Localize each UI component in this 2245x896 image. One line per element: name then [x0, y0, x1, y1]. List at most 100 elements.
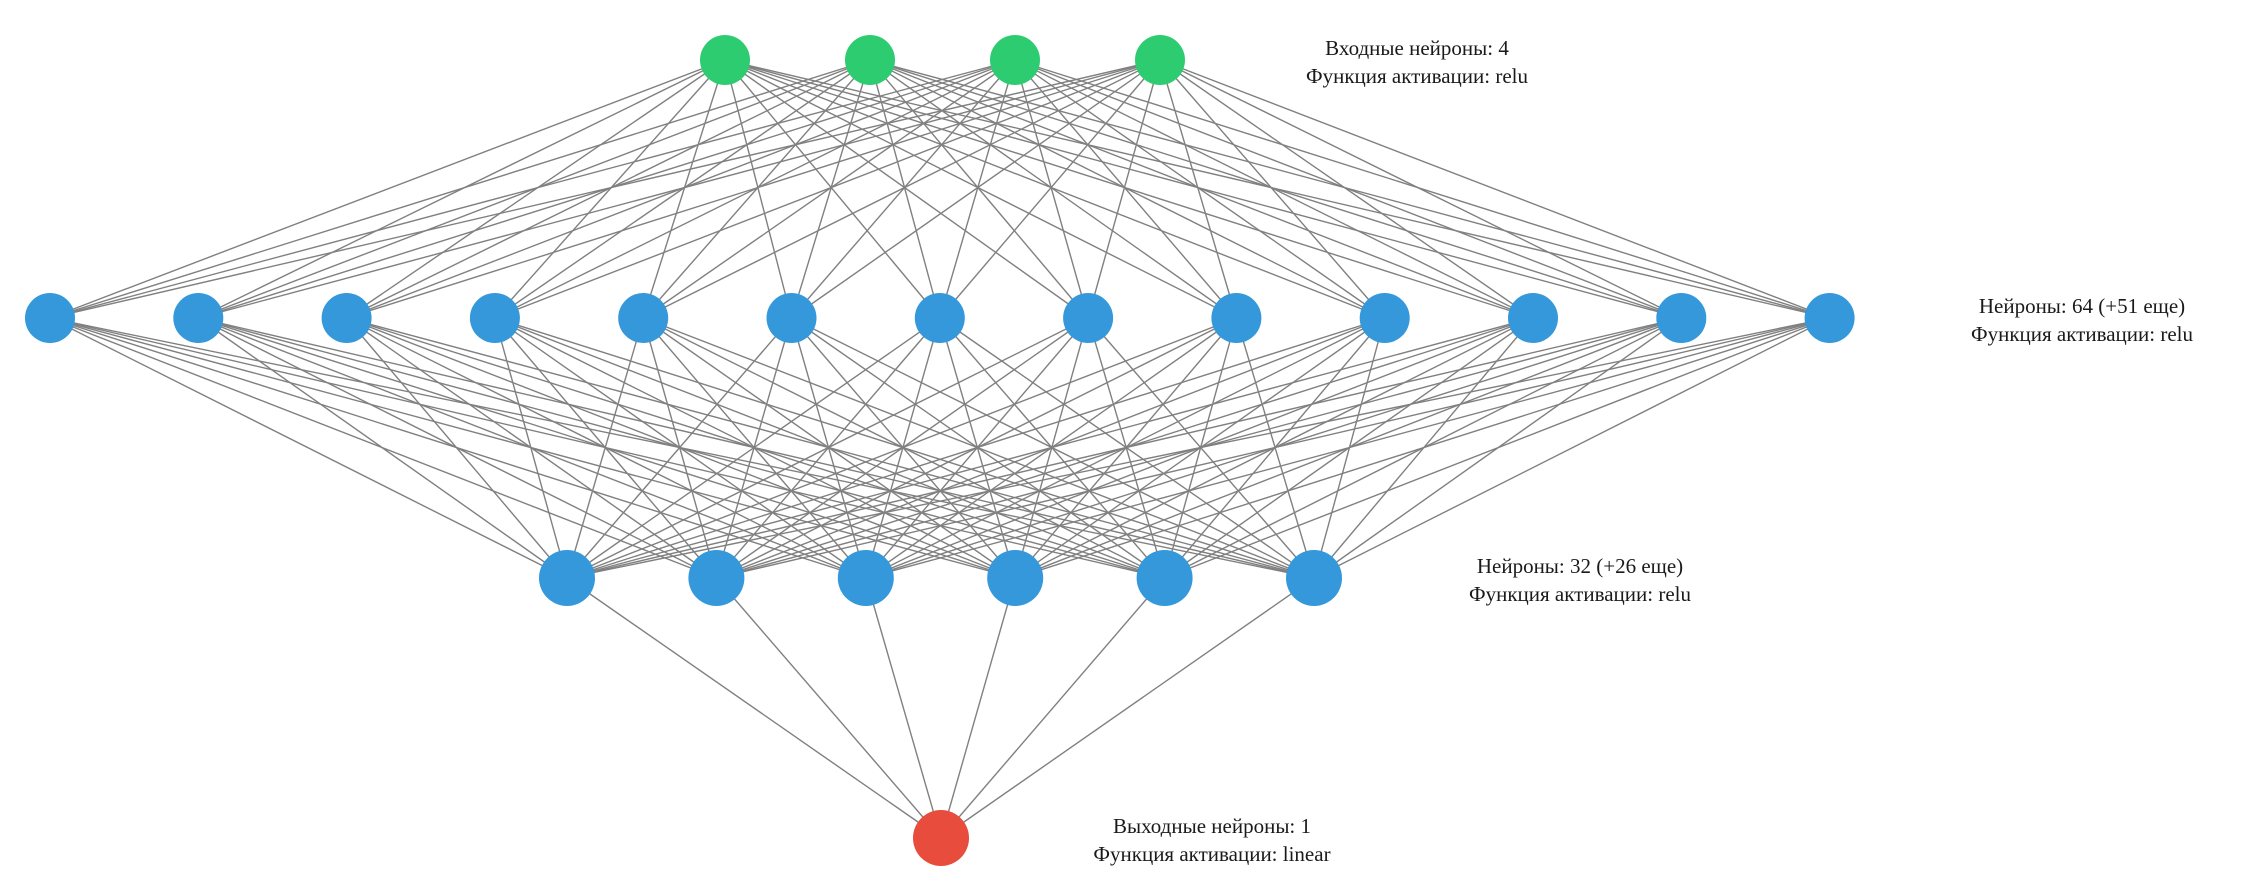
connection-hidden1-12-to-hidden2-5	[1313, 317, 1830, 579]
connection-hidden2-2-to-output-0	[865, 577, 942, 839]
input-neuron-3	[990, 35, 1040, 85]
connection-input-3-to-hidden1-5	[791, 59, 1161, 319]
hidden1-neuron-1	[25, 293, 75, 343]
connection-hidden2-5-to-output-0	[940, 577, 1315, 839]
hidden1-neuron-10	[1359, 293, 1410, 343]
connection-hidden1-1-to-hidden2-0	[197, 317, 568, 579]
hidden-layer-1-neuron-count: Нейроны: 64 (+51 еще)	[1978, 294, 2186, 318]
connection-hidden1-10-to-hidden2-0	[566, 317, 1534, 579]
connection-hidden2-3-to-output-0	[940, 577, 1016, 839]
connection-input-2-to-hidden1-7	[1014, 59, 1089, 319]
hidden1-neuron-13	[1804, 293, 1855, 343]
connection-hidden1-8-to-hidden2-0	[566, 317, 1237, 579]
connection-input-2-to-hidden1-10	[1014, 59, 1534, 319]
connection-hidden1-4-to-hidden2-0	[566, 317, 644, 579]
connection-input-0-to-hidden1-3	[494, 59, 726, 319]
connection-input-3-to-hidden1-0	[49, 59, 1161, 319]
connection-input-1-to-hidden1-11	[869, 59, 1682, 319]
hidden1-neuron-7	[914, 293, 965, 343]
connection-input-3-to-hidden1-3	[494, 59, 1161, 319]
connection-input-2-to-hidden1-8	[1014, 59, 1237, 319]
hidden1-neuron-6	[766, 293, 817, 343]
connection-input-0-to-hidden1-4	[642, 59, 726, 319]
connection-input-3-to-hidden1-12	[1159, 59, 1830, 319]
connection-input-3-to-hidden1-9	[1159, 59, 1386, 319]
hidden1-neuron-2	[173, 293, 224, 343]
connection-input-3-to-hidden1-4	[642, 59, 1161, 319]
input-layer-activation: Функция активации: relu	[1306, 64, 1528, 88]
hidden1-neuron-9	[1211, 293, 1262, 343]
connection-hidden1-12-to-hidden2-1	[716, 317, 1830, 579]
connection-input-3-to-hidden1-6	[939, 59, 1161, 319]
output-neuron-1	[913, 810, 969, 866]
connection-hidden1-12-to-hidden2-2	[865, 317, 1830, 579]
connection-group	[49, 59, 1830, 839]
output-layer-activation: Функция активации: linear	[1093, 842, 1331, 866]
connection-input-2-to-hidden1-9	[1014, 59, 1386, 319]
connection-hidden1-12-to-hidden2-3	[1014, 317, 1830, 579]
connection-input-1-to-hidden1-7	[869, 59, 1089, 319]
hidden1-neuron-4	[469, 293, 520, 343]
hidden-layer-2-activation: Функция активации: relu	[1469, 582, 1691, 606]
connection-hidden1-6-to-hidden2-0	[566, 317, 941, 579]
connection-hidden1-9-to-hidden2-0	[566, 317, 1385, 579]
connection-input-0-to-hidden1-6	[724, 59, 941, 319]
connection-input-2-to-hidden1-6	[939, 59, 1016, 319]
hidden1-neuron-5	[618, 293, 669, 343]
neuron-group	[25, 35, 1855, 866]
connection-input-1-to-hidden1-0	[49, 59, 871, 319]
connection-hidden1-5-to-hidden2-0	[566, 317, 793, 579]
input-neuron-2	[845, 35, 895, 85]
connection-input-1-to-hidden1-4	[642, 59, 871, 319]
connection-hidden2-0-to-output-0	[566, 577, 942, 839]
hidden2-neuron-3	[837, 550, 894, 606]
connection-input-1-to-hidden1-8	[869, 59, 1237, 319]
connection-input-0-to-hidden1-7	[724, 59, 1089, 319]
connection-input-3-to-hidden1-10	[1159, 59, 1534, 319]
input-layer-label: Входные нейроны: 4 Функция активации: re…	[1306, 34, 1528, 90]
output-layer-neuron-count: Выходные нейроны: 1	[1112, 814, 1312, 838]
connection-input-0-to-hidden1-0	[49, 59, 726, 319]
connection-hidden1-12-to-hidden2-4	[1164, 317, 1830, 579]
connection-input-2-to-hidden1-12	[1014, 59, 1830, 319]
connection-hidden1-2-to-hidden2-0	[346, 317, 568, 579]
output-layer-label: Выходные нейроны: 1 Функция активации: l…	[1093, 812, 1330, 868]
input-neuron-4	[1135, 35, 1185, 85]
connection-input-0-to-hidden1-8	[724, 59, 1237, 319]
hidden2-neuron-2	[688, 550, 745, 606]
connection-input-0-to-hidden1-9	[724, 59, 1385, 319]
connection-hidden1-12-to-hidden2-0	[566, 317, 1830, 579]
connection-input-3-to-hidden1-8	[1159, 59, 1238, 319]
hidden1-neuron-12	[1656, 293, 1707, 343]
connection-input-1-to-hidden1-5	[790, 59, 871, 319]
connection-hidden1-11-to-hidden2-0	[566, 317, 1682, 579]
hidden-layer-2-label: Нейроны: 32 (+26 еще) Функция активации:…	[1469, 552, 1691, 608]
hidden2-neuron-6	[1286, 550, 1342, 606]
input-neuron-1	[700, 35, 750, 85]
input-layer-neuron-count: Входные нейроны: 4	[1325, 36, 1509, 60]
connection-input-0-to-hidden1-10	[724, 59, 1534, 319]
connection-input-3-to-hidden1-1	[198, 59, 1161, 319]
connection-input-2-to-hidden1-0	[49, 59, 1016, 319]
connection-input-1-to-hidden1-9	[869, 59, 1386, 319]
hidden-layer-2-neuron-count: Нейроны: 32 (+26 еще)	[1476, 554, 1684, 578]
hidden1-neuron-3	[321, 293, 372, 343]
hidden-layer-1-label: Нейроны: 64 (+51 еще) Функция активации:…	[1971, 292, 2193, 348]
connection-input-1-to-hidden1-6	[869, 59, 941, 319]
connection-hidden1-3-to-hidden2-0	[494, 317, 568, 579]
hidden2-neuron-4	[987, 550, 1044, 606]
connection-hidden1-7-to-hidden2-0	[566, 317, 1089, 579]
connection-input-3-to-hidden1-7	[1087, 59, 1161, 319]
connection-hidden2-4-to-output-0	[940, 577, 1166, 839]
connection-input-1-to-hidden1-10	[869, 59, 1534, 319]
connection-input-0-to-hidden1-5	[724, 59, 793, 319]
hidden1-neuron-8	[1063, 293, 1114, 343]
connection-input-3-to-hidden1-11	[1159, 59, 1682, 319]
hidden2-neuron-1	[539, 550, 595, 606]
connection-input-3-to-hidden1-2	[346, 59, 1161, 319]
connection-hidden1-0-to-hidden2-0	[49, 317, 568, 579]
hidden-layer-1-activation: Функция активации: relu	[1971, 322, 2193, 346]
connection-input-2-to-hidden1-11	[1014, 59, 1682, 319]
